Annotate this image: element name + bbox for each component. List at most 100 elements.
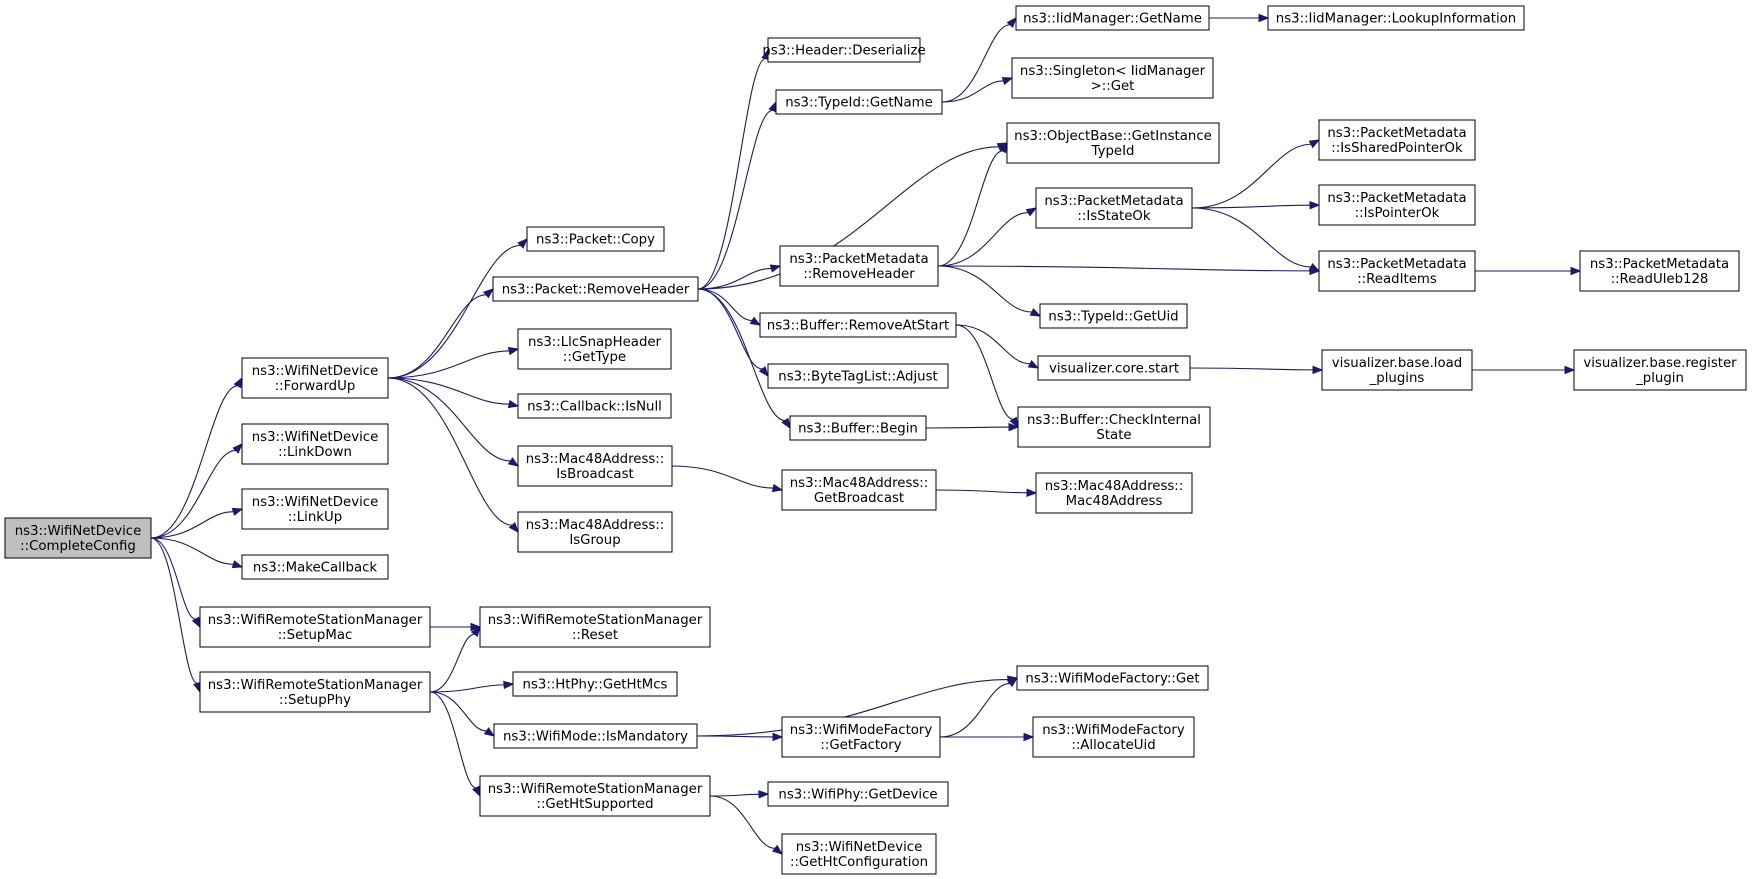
node-btladjust[interactable]: ns3::ByteTagList::Adjust — [767, 363, 949, 389]
node-htmcs[interactable]: ns3::HtPhy::GetHtMcs — [512, 671, 678, 697]
node-bufremstart[interactable]: ns3::Buffer::RemoveAtStart — [759, 312, 957, 338]
edge-line — [935, 489, 1028, 494]
arrowhead — [1006, 677, 1019, 688]
arrowhead — [772, 732, 784, 742]
node-cbisnull[interactable]: ns3::Callback::IsNull — [517, 393, 672, 419]
node-pmremhdr[interactable]: ns3::PacketMetadata::RemoveHeader — [779, 245, 939, 287]
edge-line — [697, 146, 999, 290]
node-ismand[interactable]: ns3::WifiMode::IsMandatory — [493, 723, 698, 749]
arrowhead — [1258, 13, 1270, 23]
node-label-line: ns3::WifiModeFactory — [790, 723, 933, 738]
node-label-line: ns3::WifiMode::IsMandatory — [503, 730, 688, 745]
node-macisbc[interactable]: ns3::Mac48Address::IsBroadcast — [517, 445, 673, 487]
node-label-line: >::Get — [1091, 79, 1135, 94]
node-label-line: visualizer.core.start — [1049, 362, 1179, 377]
arrowhead — [1309, 200, 1321, 210]
node-premhdr[interactable]: ns3::Packet::RemoveHeader — [492, 276, 699, 302]
edge-line — [150, 511, 234, 539]
node-label-line: ns3::LlcSnapHeader — [528, 335, 662, 350]
node-box — [517, 393, 672, 419]
node-iidgetname[interactable]: ns3::IidManager::GetName — [1015, 5, 1210, 31]
edge-line — [937, 150, 1003, 267]
arrowhead — [1009, 416, 1019, 429]
edge-line — [941, 80, 1004, 103]
edge-line — [429, 691, 477, 789]
node-macisgrp[interactable]: ns3::Mac48Address::IsGroup — [517, 511, 673, 553]
node-label-line: ns3::PacketMetadata — [1327, 257, 1466, 272]
node-pmisshared[interactable]: ns3::PacketMetadata::IsSharedPointerOk — [1318, 119, 1476, 161]
node-pcopy[interactable]: ns3::Packet::Copy — [526, 226, 665, 252]
node-box — [1035, 472, 1193, 514]
node-wmfalloc[interactable]: ns3::WifiModeFactory::AllocateUid — [1032, 716, 1195, 758]
node-box — [199, 606, 431, 648]
node-gethtconf[interactable]: ns3::WifiNetDevice::GetHtConfiguration — [781, 833, 937, 875]
node-llcgettype[interactable]: ns3::LlcSnapHeader::GetType — [517, 328, 672, 370]
edge-line — [941, 24, 1011, 103]
node-hdrdeser[interactable]: ns3::Header::Deserialize — [762, 37, 926, 63]
node-label-line: ns3::WifiRemoteStationManager — [208, 678, 423, 693]
node-wmfget[interactable]: ns3::WifiModeFactory::Get — [1016, 665, 1209, 691]
node-label-line: ns3::PacketMetadata — [1327, 191, 1466, 206]
edge-wmfgetfac-to-wmfalloc — [940, 732, 1035, 742]
node-box — [1017, 406, 1211, 448]
node-wmfgetfac[interactable]: ns3::WifiModeFactory::GetFactory — [781, 716, 941, 758]
node-getbc[interactable]: ns3::Mac48Address::GetBroadcast — [781, 469, 937, 511]
node-box — [1318, 184, 1476, 226]
node-pmuleb[interactable]: ns3::PacketMetadata::ReadUleb128 — [1579, 250, 1740, 292]
edge-line — [939, 682, 1010, 738]
arrowhead — [998, 141, 1008, 154]
arrowhead — [231, 560, 244, 569]
node-root: ns3::WifiNetDevice::CompleteConfig — [4, 517, 152, 559]
node-linkdown[interactable]: ns3::WifiNetDevice::LinkDown — [241, 423, 389, 465]
node-phygetdev[interactable]: ns3::WifiPhy::GetDevice — [767, 781, 949, 807]
node-mac48[interactable]: ns3::Mac48Address::Mac48Address — [1035, 472, 1193, 514]
node-linkup[interactable]: ns3::WifiNetDevice::LinkUp — [241, 488, 389, 530]
node-tidgetname[interactable]: ns3::TypeId::GetName — [775, 89, 943, 115]
node-label-line: _plugins — [1369, 371, 1425, 386]
node-fwdup[interactable]: ns3::WifiNetDevice::ForwardUp — [241, 357, 389, 399]
edge-fwdup-to-macisgrp — [387, 377, 519, 534]
edge-fwdup-to-cbisnull — [387, 377, 520, 409]
node-vizstart[interactable]: visualizer.core.start — [1037, 355, 1191, 381]
node-singleton[interactable]: ns3::Singleton< IidManager>::Get — [1011, 57, 1214, 99]
node-pmreaditems[interactable]: ns3::PacketMetadata::ReadItems — [1318, 250, 1476, 292]
nodes-layer: ns3::WifiNetDevice::CompleteConfigns3::W… — [4, 5, 1747, 875]
node-iidlookup[interactable]: ns3::IidManager::LookupInformation — [1267, 5, 1525, 31]
node-box — [1573, 349, 1747, 391]
node-box — [512, 671, 678, 697]
node-box — [241, 423, 389, 465]
arrowhead — [483, 288, 495, 299]
edge-line — [150, 537, 234, 565]
node-gethtsup[interactable]: ns3::WifiRemoteStationManager::GetHtSupp… — [479, 775, 711, 817]
edge-premhdr-to-pmremhdr — [697, 264, 782, 290]
node-label-line: ns3::Packet::Copy — [536, 233, 655, 248]
edge-line — [709, 793, 760, 797]
node-pmisptr[interactable]: ns3::PacketMetadata::IsPointerOk — [1318, 184, 1476, 226]
edge-pmisstate-to-pmisptr — [1191, 200, 1321, 210]
edge-line — [955, 324, 1014, 420]
arrowhead — [1008, 422, 1020, 432]
node-setupphy[interactable]: ns3::WifiRemoteStationManager::SetupPhy — [199, 671, 431, 713]
edge-line — [697, 288, 786, 422]
node-pmisstate[interactable]: ns3::PacketMetadata::IsStateOk — [1035, 187, 1193, 229]
node-label-line: visualizer.base.register — [1583, 356, 1737, 371]
node-label-line: Mac48Address — [1066, 494, 1163, 509]
node-label-line: ns3::HtPhy::GetHtMcs — [523, 678, 668, 693]
node-label-line: ns3::TypeId::GetUid — [1048, 310, 1178, 325]
edge-bufbegin-to-bufcheck — [925, 422, 1020, 432]
node-makecb[interactable]: ns3::MakeCallback — [241, 554, 389, 580]
node-vizreg[interactable]: visualizer.base.register_plugin — [1573, 349, 1747, 391]
edge-line — [925, 426, 1010, 429]
node-label-line: ns3::MakeCallback — [253, 561, 378, 576]
node-bufbegin[interactable]: ns3::Buffer::Begin — [789, 415, 927, 441]
node-label-line: ns3::Buffer::CheckInternal — [1027, 413, 1201, 428]
node-box — [767, 781, 949, 807]
node-label-line: ::GetType — [563, 350, 626, 365]
node-tidgetuid[interactable]: ns3::TypeId::GetUid — [1039, 303, 1188, 329]
arrowhead — [1308, 262, 1321, 272]
node-vizload[interactable]: visualizer.base.load_plugins — [1321, 349, 1473, 391]
node-setupmac[interactable]: ns3::WifiRemoteStationManager::SetupMac — [199, 606, 431, 648]
node-wrsmreset[interactable]: ns3::WifiRemoteStationManager::Reset — [479, 606, 711, 648]
